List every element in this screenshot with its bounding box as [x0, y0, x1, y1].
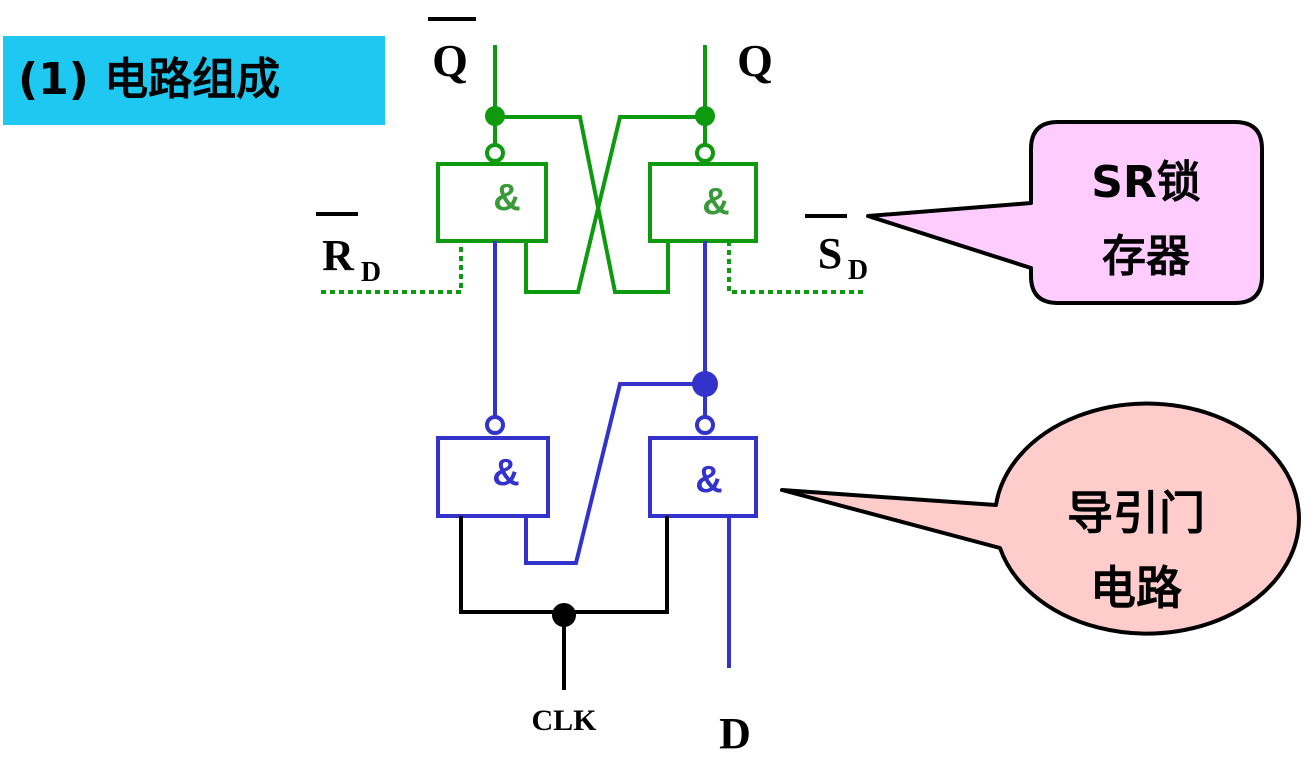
sd-label: S	[818, 229, 842, 278]
steer-gate-left	[436, 436, 550, 518]
steer-gate-right	[648, 436, 758, 518]
cross-wire-left-to-right	[495, 115, 670, 294]
page-title: (1) 电路组成	[18, 54, 281, 105]
d-label: D	[719, 709, 751, 758]
latch-gate-left-symbol: &	[493, 177, 520, 219]
clk-junction-dot	[552, 603, 576, 627]
q-bar-label: Q	[432, 35, 468, 86]
latch-left-inverter-bubble	[485, 143, 505, 163]
rd-label: R	[322, 231, 355, 280]
cross-wire-right-to-left	[524, 115, 705, 294]
callout-steering-line1: 导引门	[1067, 486, 1205, 540]
q-junction-dot	[695, 106, 715, 126]
callout-sr-shape	[866, 120, 1264, 305]
sd-dotted-wire	[727, 241, 866, 294]
steer-junction-dot	[692, 371, 718, 397]
steer-right-inverter-bubble	[695, 415, 715, 435]
callout-steering-shape	[780, 401, 1301, 636]
callout-steering-line2: 电路	[1090, 561, 1183, 615]
q-bar-junction-dot	[485, 106, 505, 126]
rd-subscript: D	[361, 257, 381, 288]
latch-gate-left	[436, 162, 548, 243]
clk-wire-left	[459, 516, 564, 614]
callout-steering: 导引门 电路	[780, 401, 1301, 636]
title-banner	[3, 36, 385, 125]
rd-dotted-wire	[321, 241, 463, 294]
steer-cross-wire	[524, 382, 705, 565]
clk-wire-right	[564, 516, 669, 614]
clock-net	[459, 516, 669, 690]
steer-gate-left-symbol: &	[492, 452, 519, 494]
sd-subscript: D	[848, 255, 868, 286]
latch-right-inverter-bubble	[695, 143, 715, 163]
callout-sr-line1: SR锁	[1091, 157, 1201, 208]
callout-sr-latch: SR锁 存器	[866, 120, 1264, 305]
sr-latch	[321, 45, 866, 294]
clk-label: CLK	[531, 704, 597, 737]
latch-gate-right-symbol: &	[702, 181, 729, 223]
steer-left-inverter-bubble	[485, 415, 505, 435]
q-label: Q	[737, 35, 773, 86]
callout-sr-line2: 存器	[1102, 231, 1191, 282]
steering-gates	[436, 241, 758, 668]
steer-gate-right-symbol: &	[695, 459, 722, 501]
